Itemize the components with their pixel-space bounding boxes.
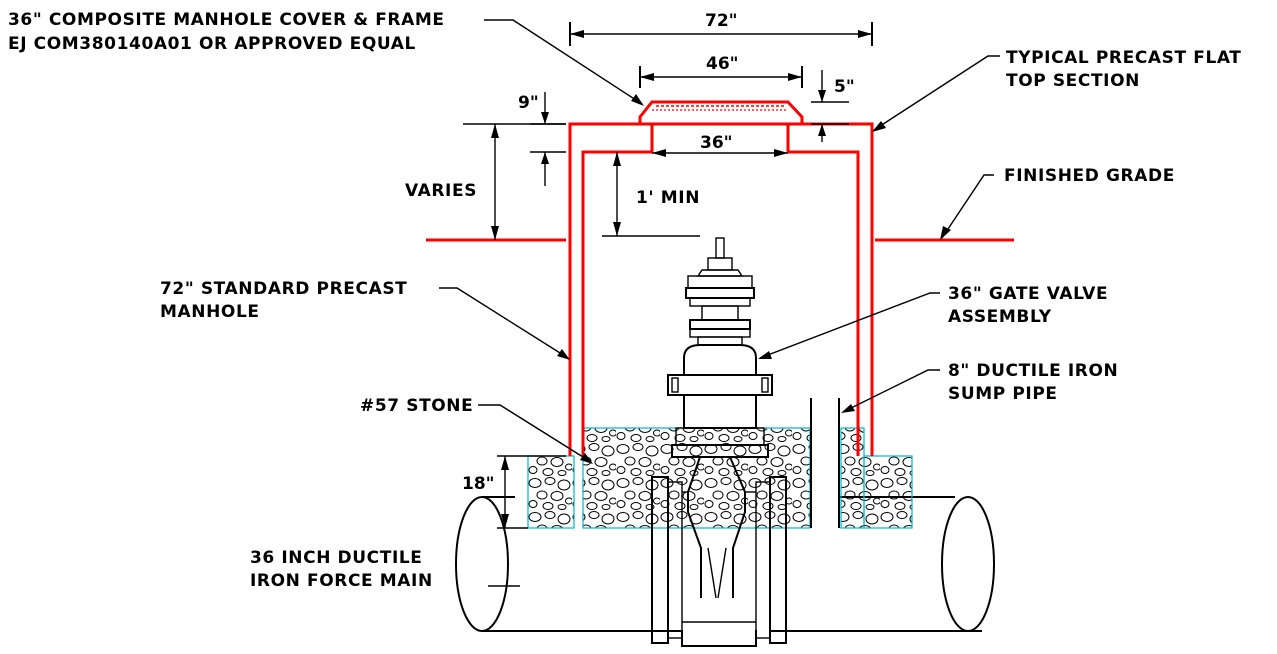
dim-stone-depth: 18" (462, 474, 495, 494)
label-flat-top-line2: TOP SECTION (1006, 71, 1140, 91)
dim-opening-width: 36" (700, 133, 733, 153)
dimension-5: 5" (811, 70, 855, 142)
label-1-min: 1' MIN (636, 188, 700, 208)
label-force-main-line1: 36 INCH DUCTILE (250, 548, 423, 568)
label-manhole-line1: 72" STANDARD PRECAST (160, 279, 407, 299)
dimension-9: 9" (518, 92, 566, 186)
label-sump-line1: 8" DUCTILE IRON (948, 361, 1118, 381)
dim-slab-thickness: 9" (518, 93, 539, 113)
stone-right-bed-upper (840, 427, 865, 529)
dim-cover-height: 5" (834, 77, 855, 97)
dim-cover-width: 46" (706, 54, 739, 74)
label-manhole-line2: MANHOLE (160, 302, 260, 322)
dim-outer-width: 72" (705, 11, 738, 31)
label-cover-line1: 36" COMPOSITE MANHOLE COVER & FRAME (8, 10, 445, 30)
sump-pipe (810, 398, 840, 528)
label-gate-valve-line2: ASSEMBLY (948, 307, 1052, 327)
dimension-72: 72" (569, 11, 873, 46)
manhole-cover-frame (638, 100, 804, 126)
label-force-main-line2: IRON FORCE MAIN (250, 571, 433, 591)
manhole-inner-wall (581, 124, 860, 456)
dimension-36: 36" (652, 133, 788, 157)
dimension-46: 46" (639, 54, 803, 88)
stone-bedding (527, 427, 913, 529)
gate-valve-assembly (651, 237, 787, 647)
dimension-1-min: 1' MIN (602, 152, 700, 237)
stone-right-bed-lower (863, 455, 913, 529)
precast-manhole (568, 100, 874, 456)
label-stone: #57 STONE (360, 396, 473, 416)
leader-lines (439, 19, 1000, 587)
callout-labels: 36" COMPOSITE MANHOLE COVER & FRAME EJ C… (8, 10, 1242, 591)
label-cover-line2: EJ COM380140A01 OR APPROVED EQUAL (8, 34, 416, 54)
stone-left-bed (527, 455, 575, 529)
label-flat-top-line1: TYPICAL PRECAST FLAT (1006, 48, 1242, 68)
label-finished-grade: FINISHED GRADE (1004, 166, 1175, 186)
manhole-outer-wall (568, 122, 874, 456)
label-varies: VARIES (405, 181, 477, 201)
dimension-18: 18" (462, 455, 566, 529)
label-sump-line2: SUMP PIPE (948, 384, 1058, 404)
dimension-varies: VARIES (405, 123, 566, 240)
label-gate-valve-line1: 36" GATE VALVE (948, 284, 1108, 304)
